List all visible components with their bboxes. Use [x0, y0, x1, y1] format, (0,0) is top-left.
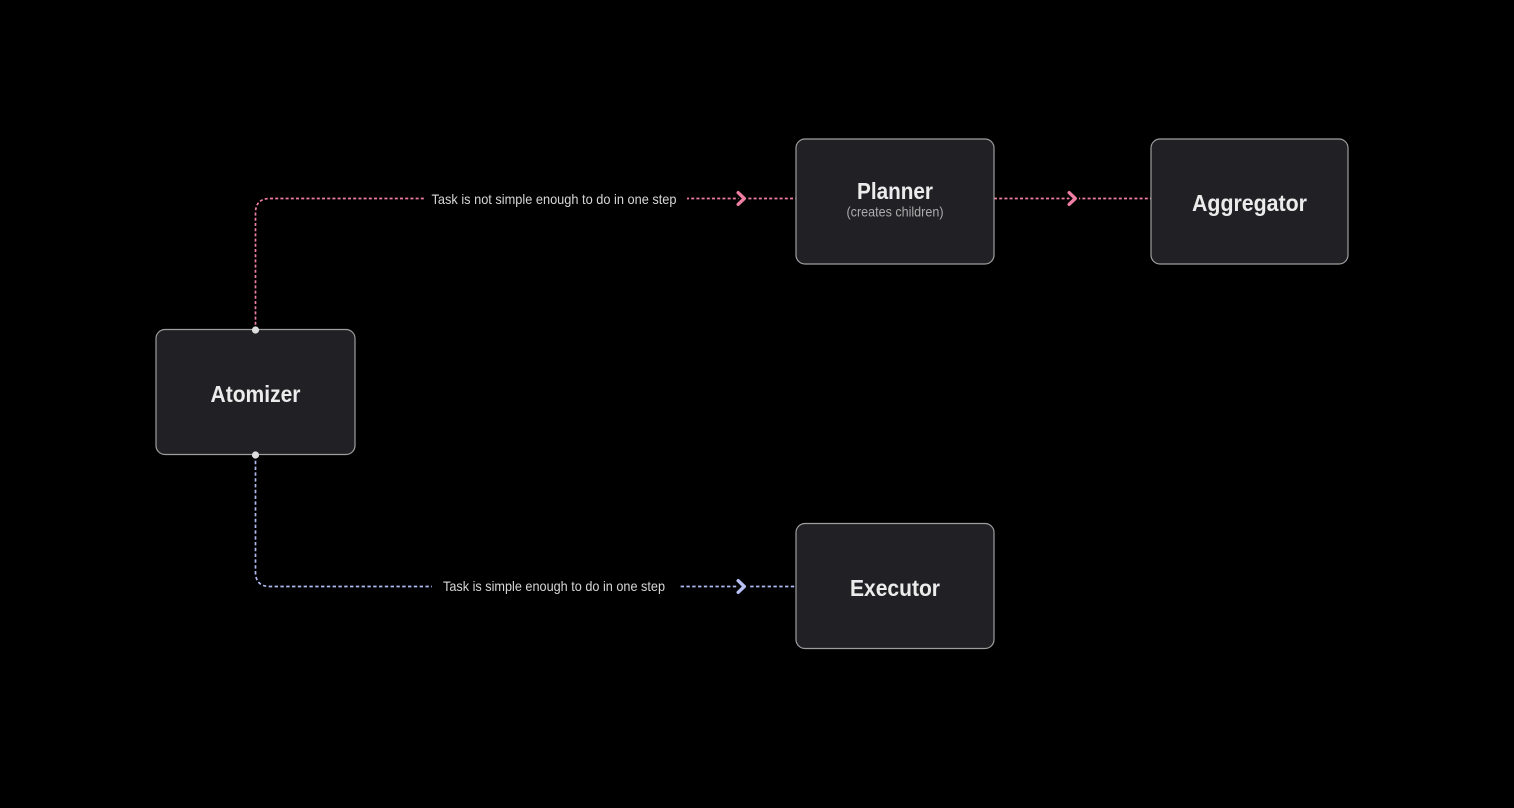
- svg-text:Aggregator: Aggregator: [1192, 190, 1307, 216]
- svg-text:Planner: Planner: [857, 178, 933, 204]
- svg-text:Task is simple enough to do in: Task is simple enough to do in one step: [443, 578, 665, 594]
- svg-text:Executor: Executor: [850, 575, 940, 601]
- svg-text:(creates children): (creates children): [847, 204, 944, 220]
- svg-text:Atomizer: Atomizer: [211, 381, 301, 407]
- svg-text:Task is not simple enough to d: Task is not simple enough to do in one s…: [432, 191, 677, 207]
